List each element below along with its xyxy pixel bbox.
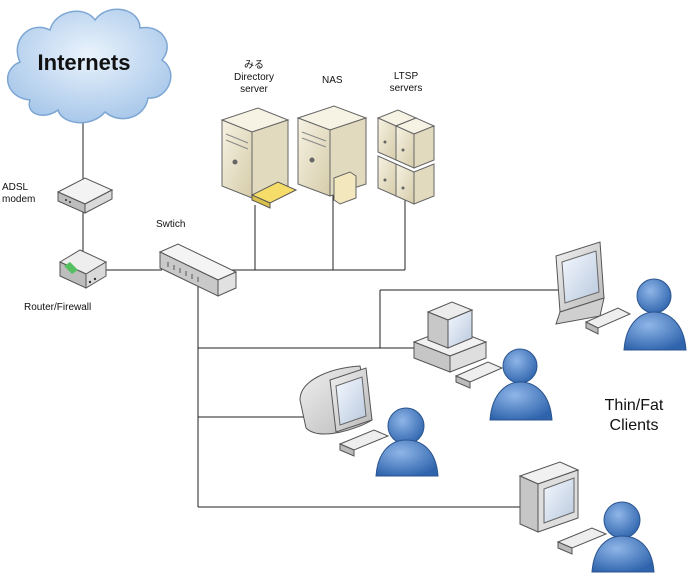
directory-server-label-line1: みる	[244, 60, 264, 71]
client-user-2-icon	[489, 348, 553, 421]
router-firewall-icon	[58, 249, 108, 289]
router-firewall-label: Router/Firewall	[24, 302, 92, 313]
client-user-4-icon	[591, 501, 655, 573]
ltsp-servers-icon	[376, 109, 436, 205]
clients-label: Thin/Fat Clients	[586, 396, 682, 436]
adsl-modem-icon	[56, 177, 114, 214]
client-user-3-icon	[375, 407, 439, 477]
client-crt-monitor-icon	[299, 365, 390, 457]
directory-server-label-line3: server	[240, 84, 268, 95]
ltsp-label-line2: servers	[389, 83, 423, 94]
directory-server-label: みる Directory server	[222, 60, 286, 96]
clients-label-line1: Thin/Fat	[604, 397, 664, 414]
connection-lines	[82, 120, 558, 508]
ltsp-servers-label: LTSP servers	[384, 71, 428, 95]
switch-icon	[158, 243, 238, 297]
client-terminal-icon	[518, 461, 608, 555]
client-flat-monitor-icon	[555, 241, 632, 335]
clients-label-line2: Clients	[609, 417, 659, 434]
ltsp-label-line1: LTSP	[393, 71, 419, 82]
directory-server-icon	[220, 107, 298, 209]
client-user-1-icon	[623, 278, 687, 351]
nas-icon	[296, 105, 368, 205]
client-desktop-pc-icon	[412, 301, 504, 389]
switch-label: Swtich	[156, 219, 186, 230]
nas-label: NAS	[322, 75, 343, 86]
adsl-modem-label: ADSL modem	[2, 182, 36, 205]
directory-server-label-line2: Directory	[233, 72, 274, 83]
internet-label: Internets	[38, 50, 131, 75]
internet-cloud-icon: Internets	[6, 8, 172, 124]
